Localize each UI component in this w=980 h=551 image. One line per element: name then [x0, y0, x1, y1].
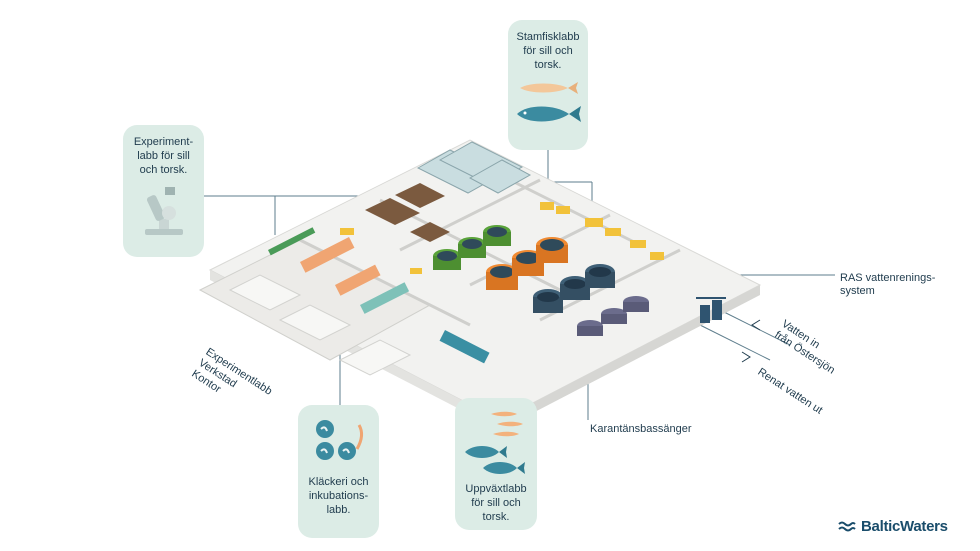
- juvenile-fish-icon: [465, 411, 525, 474]
- microscope-icon: [144, 187, 183, 235]
- brand-logo: BalticWaters: [838, 518, 948, 535]
- brand-name: BalticWaters: [861, 518, 948, 535]
- quarantine-tanks: [577, 296, 649, 336]
- hatchery-card: Kläckeri och inkubations- labb.: [298, 405, 379, 538]
- blue-tanks: [533, 264, 615, 313]
- orange-tanks: [486, 237, 568, 290]
- greenhouses: [416, 141, 532, 194]
- cod-icon: [517, 106, 581, 122]
- broodstock-lab-label: Stamfisklabb för sill och torsk.: [516, 31, 580, 71]
- brand-wave-icon: [838, 521, 856, 531]
- herring-icon: [520, 82, 578, 94]
- hatchery-label: Kläckeri och inkubations- labb.: [308, 476, 369, 516]
- yellow-equipment: [340, 202, 664, 274]
- larva-icon: [355, 424, 363, 450]
- green-tanks: [433, 225, 511, 270]
- experiment-lab-label: Experiment- labb för sill och torsk.: [133, 136, 194, 176]
- experiment-lab-card: Experiment- labb för sill och torsk.: [123, 125, 204, 257]
- ras-label: RAS vattenrenings- system: [840, 272, 936, 297]
- growout-lab-card: Uppväxtlabb för sill och torsk.: [455, 398, 537, 530]
- broodstock-lab-card: Stamfisklabb för sill och torsk.: [508, 20, 588, 150]
- soil-beds: [365, 183, 450, 242]
- small-tank-grids: [268, 227, 490, 364]
- ras-equipment: [696, 297, 726, 323]
- growout-lab-label: Uppväxtlabb för sill och torsk.: [465, 483, 527, 523]
- fish-egg-icon: [315, 420, 363, 460]
- quarantine-label: Karantänsbassänger: [590, 423, 692, 435]
